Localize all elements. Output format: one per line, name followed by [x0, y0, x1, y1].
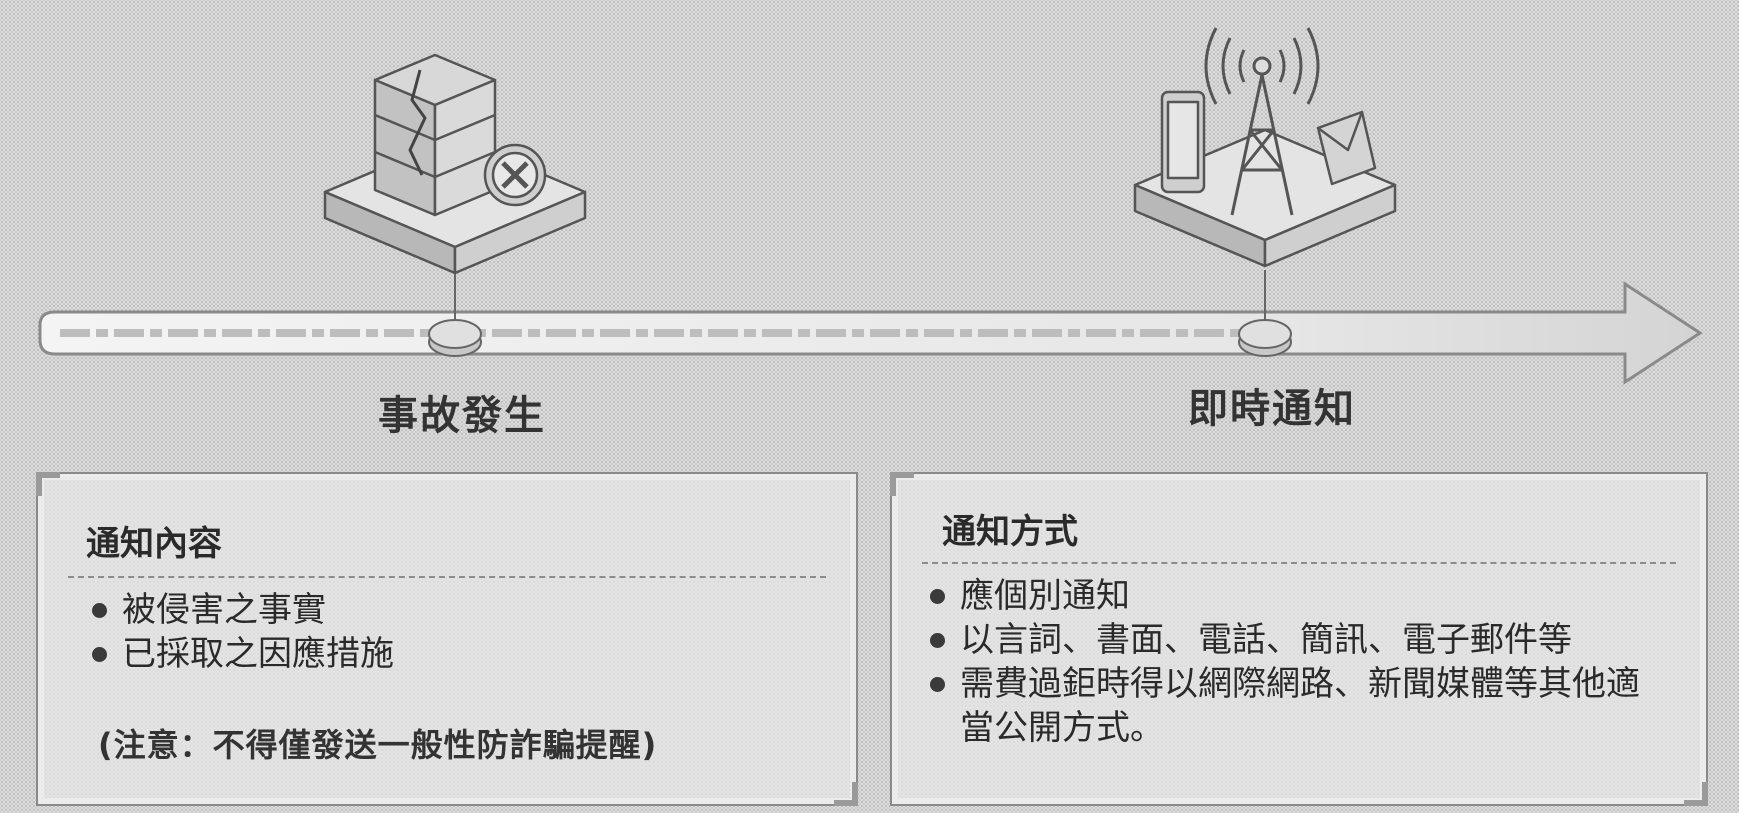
bullet-icon: [930, 677, 945, 692]
panel-divider: [922, 562, 1676, 564]
panel-title: 通知內容: [86, 524, 222, 564]
panel-corner: [36, 472, 60, 496]
timeline-arrow: [38, 281, 1703, 385]
panel-corner: [890, 472, 914, 496]
list-item: 應個別通知: [926, 574, 1666, 618]
envelope-icon: [1316, 110, 1377, 186]
bullet-icon: [930, 589, 945, 604]
panel-corner: [834, 782, 858, 806]
list-item: 被侵害之事實: [88, 588, 394, 632]
server-attack-icon: [323, 53, 587, 275]
list-item: 已採取之因應措施: [88, 632, 394, 676]
panel-corner: [1684, 782, 1708, 806]
method-list: 應個別通知 以言詞、書面、電話、簡訊、電子郵件等 需費過鉅時得以網際網路、新聞媒…: [926, 574, 1666, 750]
antenna-tower-icon: [1204, 27, 1320, 216]
broadcast-tower-icon: [1133, 27, 1397, 268]
list-item: 以言詞、書面、電話、簡訊、電子郵件等: [926, 618, 1666, 662]
panel-divider: [68, 576, 826, 578]
content-list: 被侵害之事實 已採取之因應措施: [88, 588, 394, 676]
notification-method-panel: 通知方式 應個別通知 以言詞、書面、電話、簡訊、電子郵件等 需費過鉅時得以網際網…: [890, 472, 1708, 806]
timeline-node-1: [428, 319, 482, 357]
timeline-node-2: [1238, 319, 1292, 357]
notification-content-panel: 通知內容 被侵害之事實 已採取之因應措施 (注意：不得僅發送一般性防詐騙提醒): [36, 472, 858, 806]
bullet-icon: [930, 633, 945, 648]
panel-note: (注意：不得僅發送一般性防詐騙提醒): [98, 726, 658, 764]
mobile-phone-icon: [1160, 90, 1206, 194]
panel-title: 通知方式: [942, 512, 1078, 552]
stage-label-incident: 事故發生: [378, 393, 546, 439]
stage-label-notify: 即時通知: [1188, 386, 1356, 432]
bullet-icon: [92, 603, 107, 618]
list-item: 需費過鉅時得以網際網路、新聞媒體等其他適當公開方式。: [926, 662, 1666, 750]
bullet-icon: [92, 647, 107, 662]
